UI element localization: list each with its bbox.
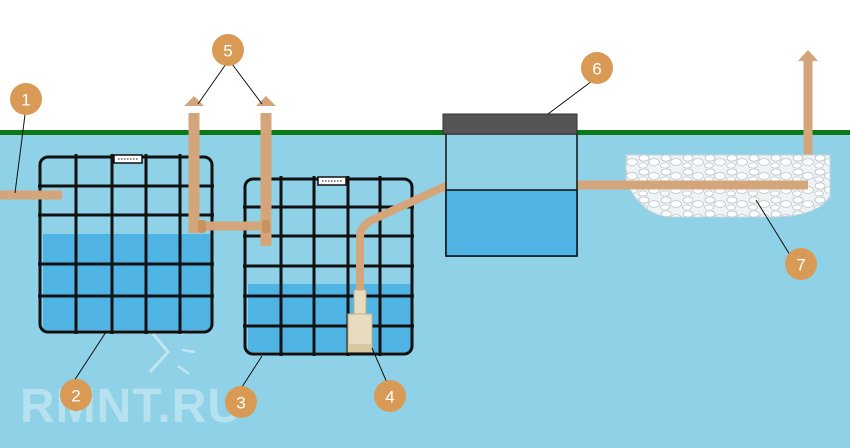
svg-text:5: 5 xyxy=(223,42,232,61)
pump-icon xyxy=(347,289,373,353)
tank-2-water xyxy=(43,234,211,330)
watermark-text: RMNT.RU xyxy=(20,380,243,433)
vent-arrow-icon xyxy=(798,50,818,61)
svg-text:7: 7 xyxy=(796,256,805,275)
callout-5: 5 xyxy=(212,34,244,66)
svg-text:3: 3 xyxy=(236,394,245,413)
callout-1: 1 xyxy=(10,83,42,115)
callout-2: 2 xyxy=(60,379,92,411)
leader-lines xyxy=(14,63,791,391)
tank-3-water xyxy=(248,284,412,352)
pump-discharge-pipe xyxy=(356,180,452,292)
svg-text:4: 4 xyxy=(385,388,394,407)
callout-3: 3 xyxy=(225,386,257,418)
vent-arrow-icon xyxy=(184,96,204,106)
svg-text:1: 1 xyxy=(21,91,30,110)
tank-6 xyxy=(442,113,578,257)
tank-2 xyxy=(38,154,214,334)
pipe-coupling xyxy=(198,220,206,233)
watermark: RMNT.RU xyxy=(20,290,243,433)
tank-3 xyxy=(243,176,414,356)
callout-4: 4 xyxy=(374,380,406,412)
ground-line xyxy=(0,130,850,135)
svg-text:6: 6 xyxy=(592,60,601,79)
sky xyxy=(0,0,850,134)
pipe-coupling xyxy=(262,220,270,233)
vent-arrow-icon xyxy=(256,96,276,106)
callout-6: 6 xyxy=(581,52,613,84)
tank-6-water xyxy=(446,190,577,256)
tank-6-lid xyxy=(442,113,578,135)
svg-text:2: 2 xyxy=(71,387,80,406)
callout-7: 7 xyxy=(785,248,817,280)
